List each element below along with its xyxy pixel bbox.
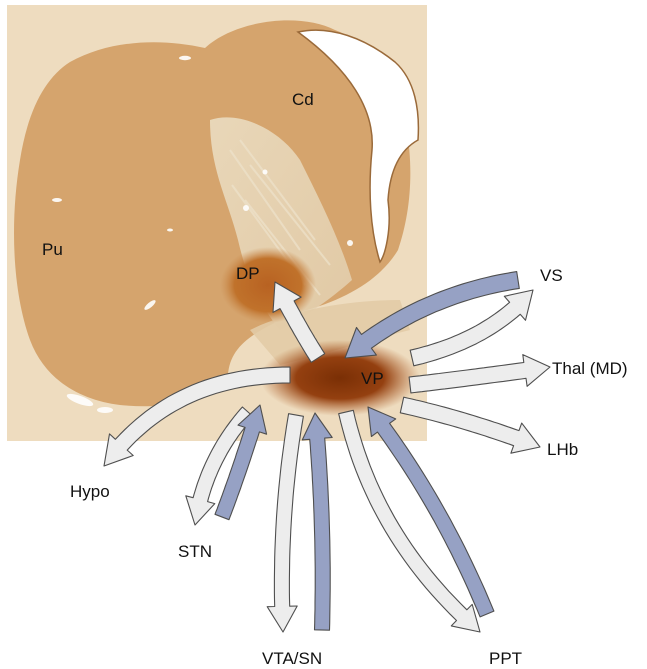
label-hypo: Hypo <box>70 482 110 501</box>
arrow-vp-to-vta <box>267 414 303 632</box>
label-thal-md: Thal (MD) <box>552 359 628 378</box>
label-lhb: LHb <box>547 440 578 459</box>
arrow-vta-to-vp <box>302 413 332 630</box>
label-vta-sn: VTA/SN <box>262 649 322 668</box>
label-dorsal-pallidum: DP <box>236 264 260 283</box>
label-stn: STN <box>178 542 212 561</box>
label-caudate: Cd <box>292 90 314 109</box>
label-ppt: PPT <box>489 649 522 668</box>
label-putamen: Pu <box>42 240 63 259</box>
dorsal-pallidum-stain <box>220 247 316 323</box>
label-vs: VS <box>540 266 563 285</box>
label-ventral-pallidum: VP <box>361 369 384 388</box>
arrow-vp-to-ppt <box>339 410 480 632</box>
